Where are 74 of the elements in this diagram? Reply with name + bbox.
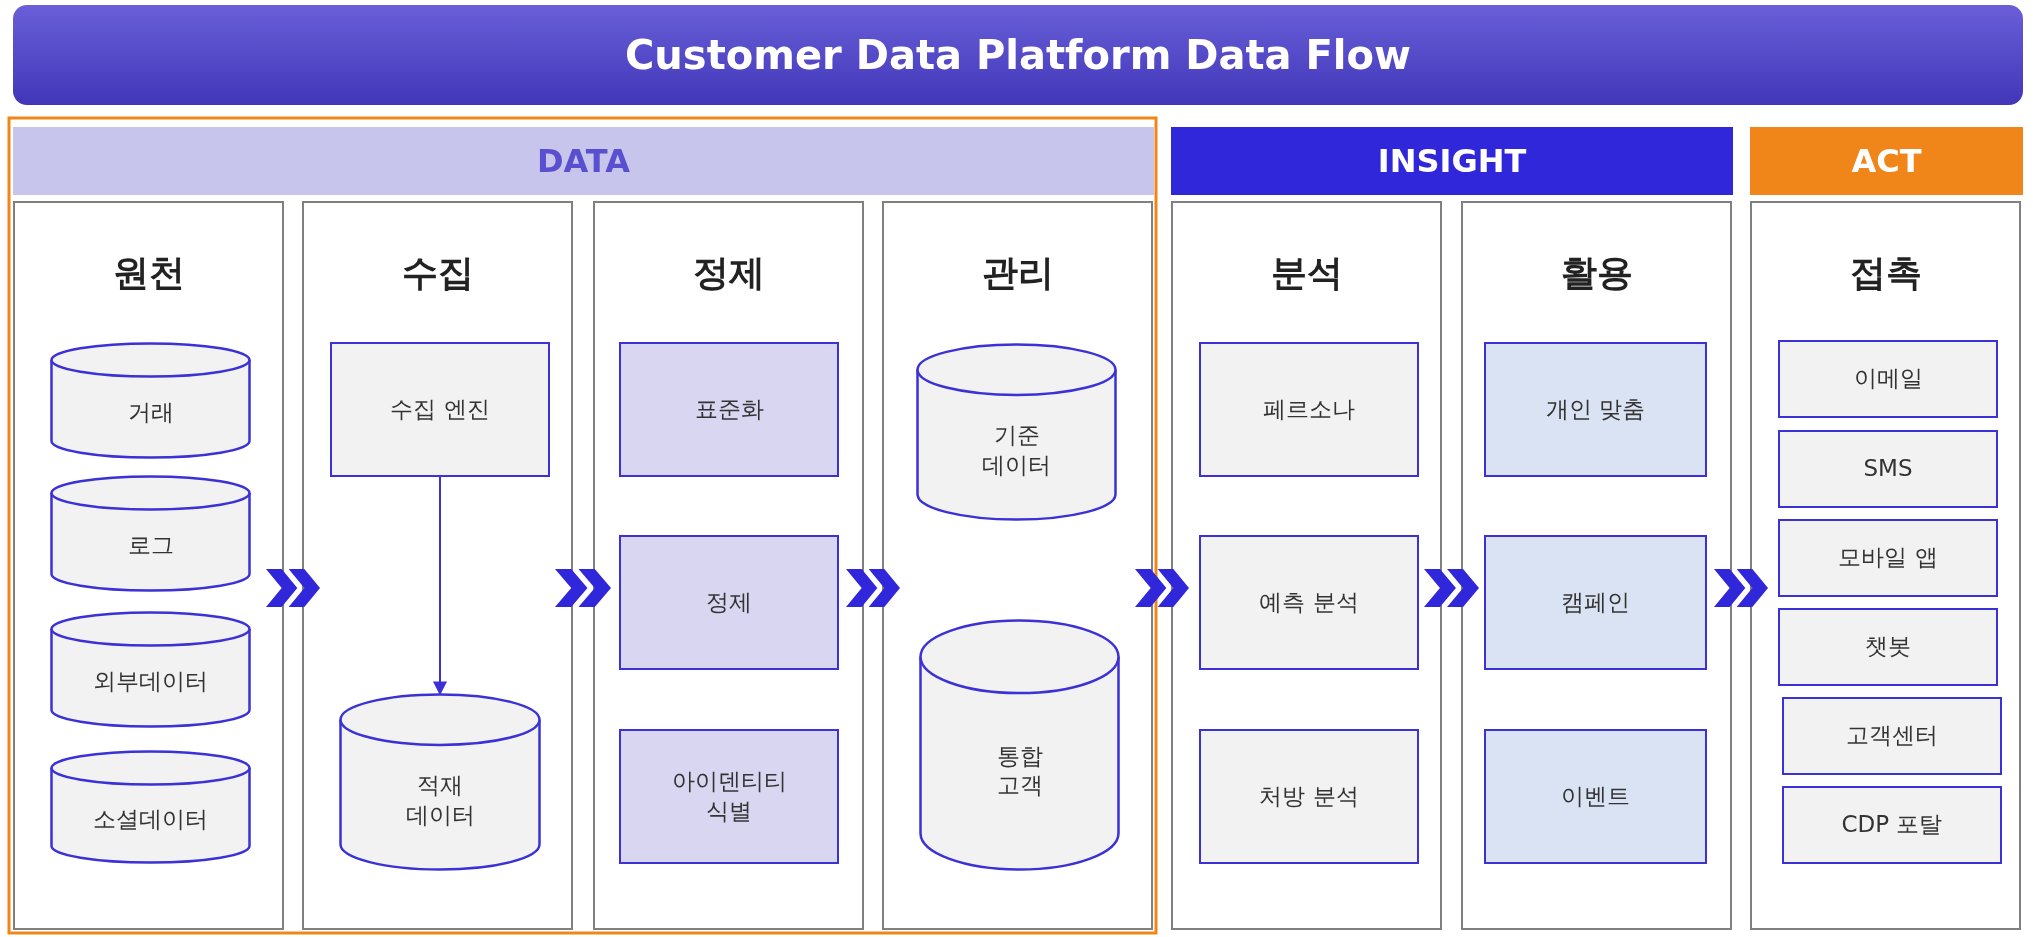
node-label: SMS	[1863, 454, 1913, 484]
stage-column	[302, 201, 573, 930]
section-band	[1750, 127, 2023, 195]
title-banner: Customer Data Platform Data Flow	[13, 5, 2023, 105]
process-box	[1778, 340, 1998, 418]
node-label: 개인 맞춤	[1545, 394, 1646, 424]
process-box	[619, 535, 839, 670]
node-label: 외부데이터	[93, 667, 208, 697]
chevron-arrow	[1135, 569, 1189, 607]
database-cylinder	[50, 611, 251, 728]
node-label: 모바일 앱	[1838, 543, 1938, 573]
column-heading: 원천	[111, 251, 186, 295]
node-label: 예측 분석	[1259, 587, 1359, 617]
node-label: 적재 데이터	[404, 770, 476, 830]
column-heading: 수집	[400, 251, 475, 295]
process-box	[1782, 786, 2002, 864]
node-label: 캠페인	[1561, 587, 1630, 617]
node-label: CDP 포탈	[1841, 810, 1943, 840]
column-heading: 활용	[1559, 251, 1634, 295]
column-heading: 분석	[1269, 251, 1344, 295]
node-label: 정제	[706, 587, 752, 617]
database-cylinder	[50, 475, 251, 592]
process-box	[1778, 430, 1998, 508]
process-box	[1199, 729, 1419, 864]
database-cylinder	[339, 693, 541, 871]
process-box	[1782, 697, 2002, 775]
database-cylinder	[916, 343, 1117, 521]
process-box	[619, 729, 839, 864]
process-box	[1199, 535, 1419, 670]
node-label: 거래	[127, 398, 174, 428]
process-box	[1778, 608, 1998, 686]
process-box	[1484, 342, 1707, 477]
node-label: 아이덴티티 식별	[670, 766, 788, 826]
section-band	[1171, 127, 1733, 195]
process-box	[1199, 342, 1419, 477]
chevron-arrow	[555, 569, 611, 607]
section-label: ACT	[1851, 142, 1922, 180]
node-label: 이벤트	[1561, 781, 1630, 811]
stage-column	[1171, 201, 1442, 930]
process-box	[1778, 519, 1998, 597]
section-label: DATA	[537, 142, 630, 180]
stage-column	[1461, 201, 1732, 930]
chevron-arrow	[1714, 569, 1768, 607]
process-box	[1484, 729, 1707, 864]
section-band	[13, 127, 1154, 195]
node-label: 로그	[127, 531, 174, 561]
process-box	[330, 342, 550, 477]
node-label: 수집 엔진	[390, 394, 490, 424]
node-label: 통합 고객	[995, 741, 1044, 801]
node-label: 고객센터	[1846, 721, 1938, 751]
chevron-arrow	[1424, 569, 1479, 607]
node-label: 소셜데이터	[93, 804, 208, 834]
section-label: INSIGHT	[1377, 142, 1527, 180]
stage-column	[593, 201, 864, 930]
database-cylinder	[50, 342, 251, 459]
arrow	[433, 476, 447, 696]
database-cylinder	[919, 619, 1120, 871]
database-cylinder	[50, 750, 251, 864]
node-label: 챗봇	[1865, 632, 1911, 662]
column-heading: 정제	[691, 251, 766, 295]
node-label: 페르소나	[1263, 394, 1355, 424]
chevron-arrow	[846, 569, 900, 607]
node-label: 기준 데이터	[981, 420, 1052, 480]
stage-column	[882, 201, 1153, 930]
process-box	[1484, 535, 1707, 670]
stage-column	[13, 201, 284, 930]
column-heading: 관리	[980, 251, 1055, 295]
process-box	[619, 342, 839, 477]
node-label: 이메일	[1853, 364, 1923, 394]
node-label: 처방 분석	[1259, 781, 1359, 811]
chevron-arrow	[266, 569, 320, 607]
node-label: 표준화	[694, 394, 764, 424]
column-heading: 접촉	[1848, 251, 1923, 295]
stage-column	[1750, 201, 2021, 930]
